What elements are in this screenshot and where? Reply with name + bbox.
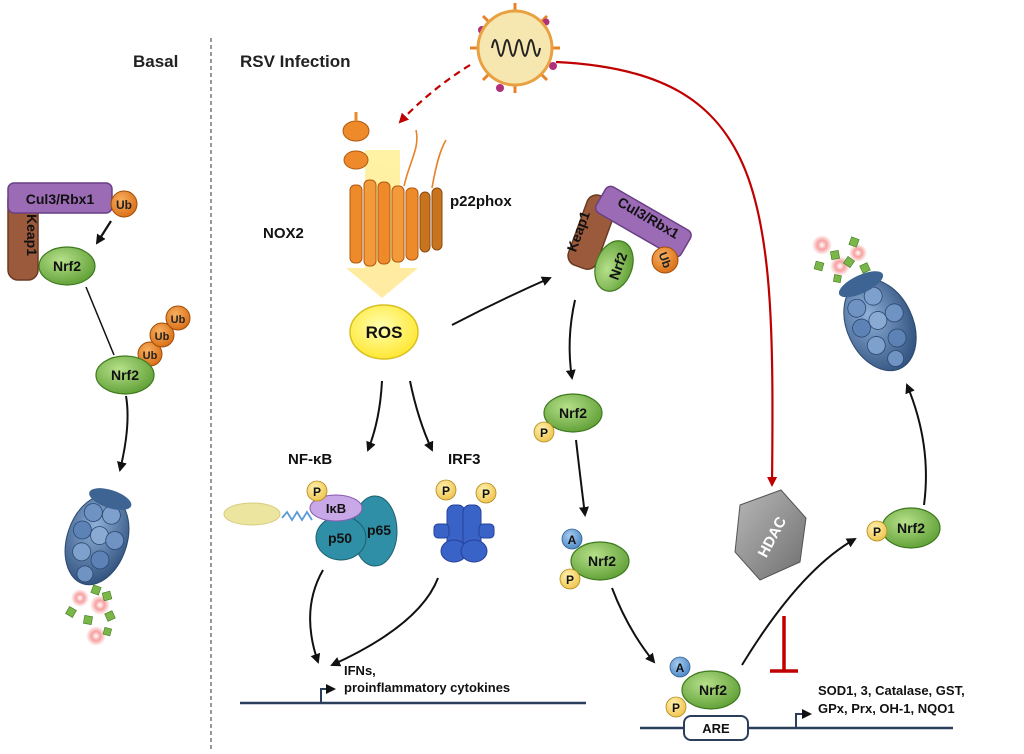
virus-to-nox2-dashed-arrow [398,64,471,124]
ros-label: ROS [366,323,403,342]
rsv-proteasome [812,235,917,372]
nrf2-bound-are: Nrf2 A P [665,656,741,718]
nrf2-degradation-arrow [905,383,927,506]
phospho-label: P [873,525,881,539]
acetyl-label: A [676,661,685,675]
rna-genome-icon [491,39,541,57]
ifn-output-line1: IFNs, [344,663,376,678]
cul3-rbx1-shape [594,185,692,258]
nrf2-oval [594,240,634,292]
irf3-label: IRF3 [448,451,481,468]
basal-degradation-arrow [117,395,129,472]
are-label: ARE [702,721,730,736]
deacetylation-arrow [741,538,857,666]
nrf2-label: Nrf2 [588,553,616,569]
ikb-fragment-shape [223,502,281,526]
release-nrf2-arrow [565,299,576,380]
proteasome-shape [838,271,917,372]
ub-transfer-arrow [95,220,112,245]
nfkb-label: NF-κB [288,451,332,468]
acetyl-phospho-nrf2: Nrf2 A P [559,528,630,590]
genes-output-line2: GPx, Prx, OH-1, NQO1 [818,701,955,716]
antioxidant-promoter-icon [795,709,812,728]
ikb-shape [309,494,363,522]
ub-bubble [651,246,679,274]
nrf2-label: Nrf2 [559,405,587,421]
ifn-output-line2: proinflammatory cytokines [344,680,510,695]
cytokine-promoter-icon [320,684,336,703]
nrf2-oval [570,541,630,581]
p65-label: p65 [367,522,391,538]
ub-chain-squiggle [281,510,313,522]
nfkb-to-gene-arrow [309,569,324,664]
acetyl-label: A [568,533,577,547]
phospho-nrf2-1: Nrf2 P [533,393,603,443]
genes-output-line1: SOD1, 3, Catalase, GST, [818,683,965,698]
ros-to-irf3-arrow [409,380,434,452]
irf3-to-gene-arrow [330,577,439,667]
nox2-complex [342,112,447,298]
phospho-bubble [533,421,555,443]
phospho-label: P [482,487,490,501]
phospho-bubble [306,480,328,502]
keap1-label: Keap1 [24,214,40,256]
basal-connector-line [85,286,115,356]
acetyl-bubble [669,656,691,678]
ros-to-keap1-arrow [451,276,552,326]
ub-bubble [149,322,175,348]
to-are-arrow [611,587,656,664]
nrf2-label: Nrf2 [111,367,139,383]
basal-ubiquitinated-nrf2: Ub Ub Ub Nrf2 [95,305,191,395]
nrf2-label: Nrf2 [53,258,81,274]
rsv-keap1-complex: Keap1 Cul3/Rbx1 Ub Nrf2 [564,185,692,292]
are-element-box [683,715,749,741]
phospho-bubble [475,482,497,504]
virus-to-hdac-arrow [555,60,778,487]
ub-label: Ub [171,314,186,326]
rsv-section-title: RSV Infection [240,52,351,71]
ub-label: Ub [656,250,675,270]
acetyl-bubble [561,528,583,550]
nrf2-oval [38,246,96,286]
nfkb-complex: p65 p50 IκB P [223,480,398,567]
proteasome-shape [64,488,132,586]
nox2-label: NOX2 [263,225,304,242]
phospho-label: P [540,426,548,440]
nrf2-oval [95,355,155,395]
nox2-cytosolic-subunit [342,120,370,142]
ub-label: Ub [155,331,170,343]
ub-bubble [110,190,138,218]
p50-label: p50 [328,530,352,546]
ros-oval [349,304,419,360]
phospho-bubble [435,479,457,501]
ikb-label: IκB [326,501,346,516]
p22phox-label: p22phox [450,193,512,210]
rsv-virus-icon [470,3,560,93]
phospho-label: P [313,485,321,499]
ros-to-nfkb-arrow [366,380,383,452]
nrf2-oval [543,393,603,433]
phospho-bubble [559,568,581,590]
phospho-label: P [442,484,450,498]
phospho-bubble [665,696,687,718]
ub-label: Ub [143,350,158,362]
cul3-rbx1-label: Cul3/Rbx1 [26,191,95,207]
phospho-label: P [566,573,574,587]
basal-proteasome [64,488,132,646]
basal-keap1-complex: Keap1 Cul3/Rbx1 Ub Nrf2 [7,182,138,286]
hdac-shape: HDAC [734,489,807,581]
ub-bubble [165,305,191,331]
acetylation-arrow [575,439,589,517]
nrf2-oval [681,670,741,710]
basal-section-title: Basal [133,52,178,71]
nrf2-label: Nrf2 [897,520,925,536]
phospho-nrf2-2: Nrf2 P [866,507,941,549]
ub-label: Ub [116,198,132,212]
nox2-cytosolic-subunit [343,150,369,170]
phospho-label: P [672,701,680,715]
phospho-bubble [866,520,888,542]
irf3-dimer: P P [433,479,497,563]
nrf2-label: Nrf2 [699,682,727,698]
